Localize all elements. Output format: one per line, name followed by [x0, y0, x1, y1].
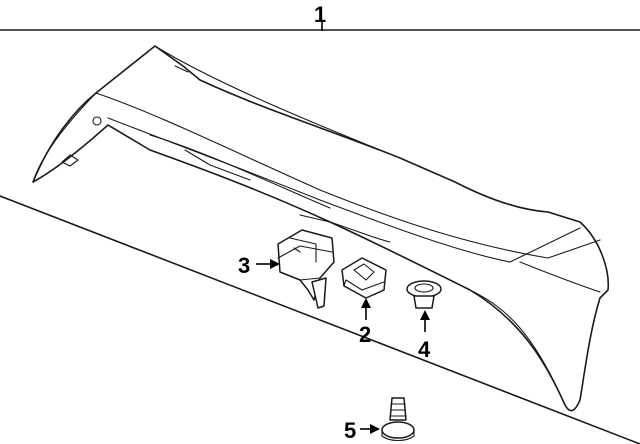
part-4-grommet [406, 280, 442, 309]
assembly-frame [0, 29, 640, 444]
callout-2: 2 [359, 298, 371, 347]
callout-5: 5 [344, 418, 380, 443]
part-5-stud [381, 397, 415, 442]
callout-4: 4 [418, 310, 431, 362]
callout-3: 3 [238, 253, 280, 278]
callout-5-label: 5 [344, 418, 356, 443]
callout-3-label: 3 [238, 253, 250, 278]
rear-spoiler [32, 45, 610, 412]
part-2-clip [341, 257, 387, 299]
callout-1: 1 [314, 2, 326, 31]
callout-2-label: 2 [359, 322, 371, 347]
part-3-bracket [277, 229, 335, 309]
callout-4-label: 4 [418, 337, 431, 362]
callout-1-label: 1 [314, 2, 326, 27]
